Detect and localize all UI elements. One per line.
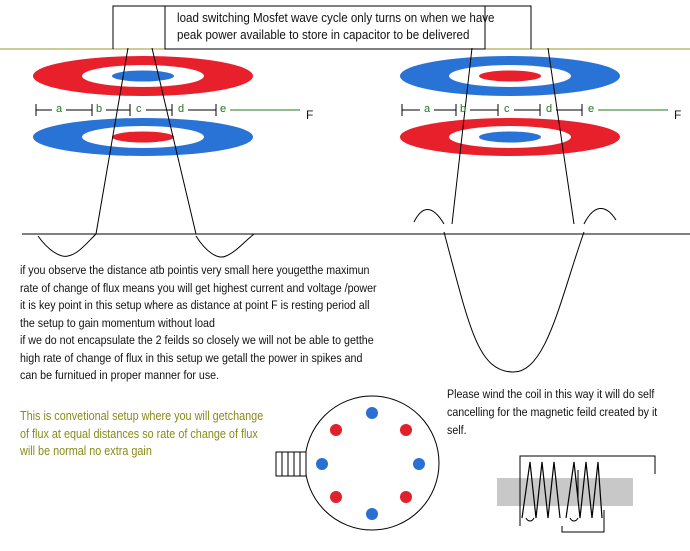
coil-note-line: Please wind the coil in this way it will… [447,387,655,401]
magnet-blue [366,407,378,419]
pulse-left [112,5,166,49]
magnet-red [400,491,412,503]
right-distance-scale [401,104,668,116]
main-note-line: rate of change of flux means you will ge… [20,280,377,295]
segment-label-a: a [56,103,63,115]
magnet-red [400,424,412,436]
bifilar-coil [497,455,656,533]
pickup-coil [275,451,307,477]
main-note-line: high rate of change of flux in this setu… [20,350,363,365]
main-note-line: the setup to gain momentum without load [20,315,215,330]
left-distance-scale [35,104,300,116]
point-f-left: F [306,108,314,122]
right-top-disc [400,56,620,96]
conventional-note-line: This is convetional setup where you will… [20,409,264,423]
left-top-disc [33,56,253,96]
segment-label-e: e [588,103,595,115]
main-note-line: can be furnitued in proper manner for us… [20,368,220,382]
conventional-note-line: will be normal no extra gain [20,444,152,458]
magnet-red [330,491,342,503]
segment-label-e: e [220,103,227,115]
segment-label-b: b [96,103,103,115]
magnet-blue [413,458,425,470]
right-waveform [413,47,690,373]
header-line-1: load switching Mosfet wave cycle only tu… [177,11,495,25]
magnet-blue [366,508,378,520]
magnet-red [330,424,342,436]
coil-note-line: cancelling for the magnetic feild create… [447,405,658,419]
rotor-assembly [304,395,440,531]
header-box [164,5,486,50]
main-note-line: it is key point in this setup where as d… [20,298,370,312]
magnet-blue [316,458,328,470]
right-bottom-disc [400,118,620,156]
header-line-2: peak power available to store in capacit… [177,28,470,42]
segment-label-c: c [504,103,510,115]
segment-label-d: d [178,103,185,115]
coil-note-line: self. [447,423,467,437]
left-waveform [22,47,420,258]
segment-label-c: c [136,103,142,115]
conventional-note-line: of flux at equal distances so rate of ch… [20,426,258,441]
main-note-line: if we do not encapsulate the 2 feilds so… [20,333,374,347]
segment-label-a: a [424,103,431,115]
main-note-line: if you observe the distance atb pointis … [20,263,370,277]
segment-label-d: d [546,103,553,115]
left-bottom-disc [33,118,253,156]
point-f-right: F [674,108,682,122]
segment-label-b: b [460,103,467,115]
